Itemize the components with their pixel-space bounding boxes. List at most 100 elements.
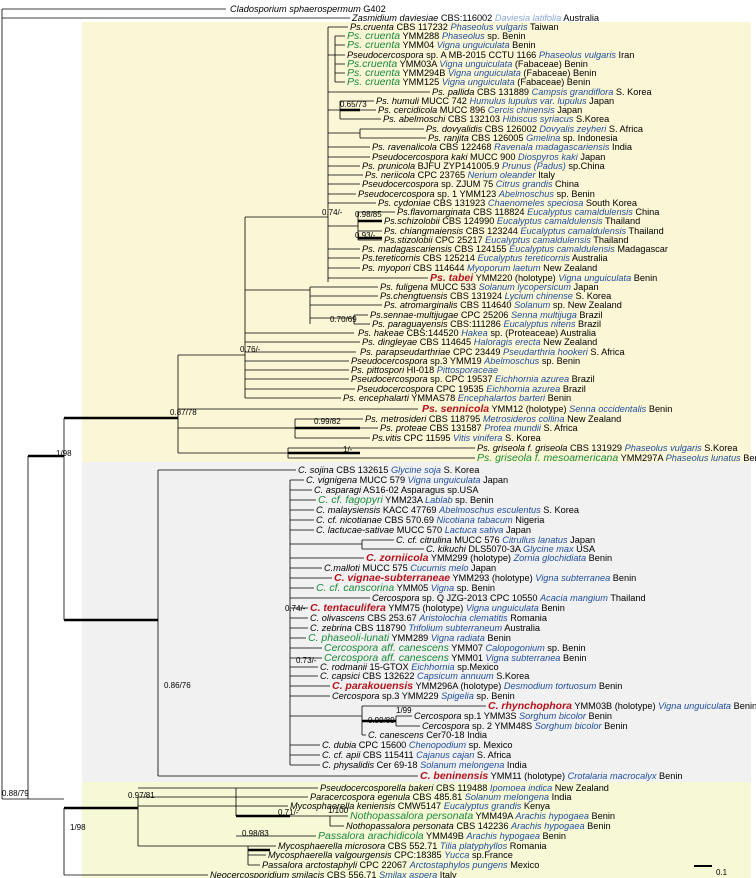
taxon-label-part: 15-GTOX bbox=[367, 662, 411, 672]
taxon-label-part: Nothopassalora personata bbox=[350, 810, 473, 822]
taxon-label: Ps.stizolobii CPC 25217 Eucalyptus camal… bbox=[384, 235, 628, 245]
taxon-label-part: Tilia platyphyllos bbox=[440, 841, 508, 851]
taxon-label: C. rhynchophora YMM03B (holotype) Vigna … bbox=[488, 700, 756, 712]
taxon-label-part: Phaseolus vulgaris bbox=[450, 22, 528, 32]
taxon-label-part: CBS 131889 bbox=[474, 87, 531, 97]
taxon-label-part: Eucalyptus camaldulensis bbox=[520, 226, 626, 236]
taxon-label: C. zorniicola YMM299 (holotype) Zornia g… bbox=[366, 552, 612, 564]
taxon-label-part: C. cf. apii bbox=[322, 750, 361, 760]
taxon-label-part: Sorghum bicolor bbox=[535, 721, 603, 731]
taxon-label-part: Ps. paraguayensis bbox=[372, 319, 448, 329]
taxon-label-part: C. rodmanii bbox=[320, 662, 368, 672]
taxon-label-part: Benin bbox=[741, 453, 756, 463]
taxon-label: Ps.vitis CPC 11595 Vitis vinifera S. Kor… bbox=[372, 433, 542, 443]
taxon-label-part: Ps. proteae bbox=[380, 423, 427, 433]
taxon-label-part: MUCC 570 bbox=[394, 525, 445, 535]
taxon-label-part: Nicotiana tabacum bbox=[437, 515, 513, 525]
taxon-label-part: MUCC 576 bbox=[452, 535, 503, 545]
taxon-label-part: Phaseolus vulgaris bbox=[625, 443, 703, 453]
taxon-label-part: Lactuca sativa bbox=[445, 525, 504, 535]
taxon-label-part: Pseudocercospora bbox=[357, 384, 434, 394]
taxon-label: Ps. pallida CBS 131889 Campsis grandiflo… bbox=[432, 87, 653, 97]
taxon-label: Pseudocercospora CPC 19535 Eichhornia az… bbox=[357, 384, 586, 394]
taxon-label-part: Cercospora aff. canescens bbox=[324, 652, 450, 664]
taxon-label-part: Ps. cruenta bbox=[347, 76, 400, 88]
taxon-label-part: Benin bbox=[656, 771, 682, 781]
taxon-label-part: Japan bbox=[578, 152, 606, 162]
taxon-label: C. parakouensis YMM296A (holotype) Desmo… bbox=[332, 680, 622, 692]
taxon-label-part: CBS 131587 bbox=[427, 423, 484, 433]
taxon-label: C. phaseoli-lunati YMM289 Vigna radiata … bbox=[308, 632, 511, 644]
taxon-label-part: Pseudocercospora kaki bbox=[372, 152, 468, 162]
taxon-label-part: S. Korea bbox=[573, 291, 612, 301]
taxon-label: C. cf. apii CBS 115411 Cajanus cajan S. … bbox=[322, 750, 512, 760]
taxon-label-part: Arachis hypogaea bbox=[465, 831, 540, 841]
taxon-label-part: Benin bbox=[602, 721, 628, 731]
taxon-label-part: Ps. neriicola bbox=[365, 170, 415, 180]
taxon-label-part: sp. New Zealand bbox=[550, 300, 622, 310]
taxon-label-part: YMMAS78 bbox=[409, 393, 458, 403]
taxon-label-part: Ps. cruenta bbox=[347, 30, 400, 42]
taxon-label-part: Desmodium tortuosum bbox=[504, 681, 597, 691]
taxon-label-part: Ps. atromarginalis bbox=[384, 300, 458, 310]
taxon-label-part: Vigna unguiculata bbox=[558, 273, 631, 283]
taxon-label-part: Ps. dingleyae bbox=[362, 337, 417, 347]
support-value: 0.71/- bbox=[278, 808, 299, 817]
taxon-label-part: Romania bbox=[507, 841, 547, 851]
taxon-label-part: Brazil bbox=[569, 374, 595, 384]
taxon-label-part: Ps. humuli bbox=[376, 96, 420, 106]
support-value: 1/100 bbox=[328, 806, 349, 815]
taxon-label-part: Solanum melongena bbox=[465, 792, 549, 802]
taxon-label-part: Eichhornia azurea bbox=[495, 374, 569, 384]
taxon-label: Nothopassalora personata CBS 142236 Arac… bbox=[346, 821, 611, 831]
taxon-label-part: New Zealand bbox=[541, 263, 598, 273]
taxon-label-part: Glycine max bbox=[523, 544, 574, 554]
taxon-label-part: YMM12 (holotype) bbox=[489, 404, 569, 414]
taxon-label-part: C. sojina bbox=[298, 465, 334, 475]
taxon-label: Pseudocercospora sp. 1 YMM123 Abelmoschu… bbox=[358, 189, 595, 199]
taxon-label-part: Mycosphaerella valgourgensis bbox=[268, 850, 392, 860]
taxon-label-part: S. Korea bbox=[502, 433, 541, 443]
taxon-label-part: CBS 552.71 bbox=[385, 841, 440, 851]
taxon-label-part: YMM299 (holotype) bbox=[428, 553, 513, 563]
taxon-label-part: KACC 47769 bbox=[380, 505, 439, 515]
support-value: 1/99 bbox=[396, 706, 412, 715]
taxon-label: C. canescens Cer70-18 India bbox=[368, 730, 488, 740]
taxon-label-part: sp. Benin bbox=[545, 643, 586, 653]
taxon-label-part: C. tentaculifera bbox=[310, 602, 386, 614]
taxon-label-part: DLS5070-3A bbox=[466, 544, 523, 554]
taxon-label-part: YMM03B (holotype) bbox=[572, 701, 658, 711]
taxon-label-part: C. phaseoli-lunati bbox=[308, 632, 390, 644]
taxon-label-part: Phaseolus lunatus bbox=[666, 453, 741, 463]
taxon-label-part: Arctostaphylos pungens bbox=[409, 860, 508, 870]
taxon-label: Ps. cruenta YMM125 Vigna unguiculata (Fa… bbox=[347, 76, 590, 88]
support-value: 0.74/- bbox=[285, 604, 306, 613]
taxon-label-part: Australia bbox=[570, 253, 609, 263]
taxon-label: Ps. cruenta YMM04 Vigna unguiculata Beni… bbox=[347, 39, 536, 51]
taxon-label-part: C. capsici bbox=[320, 671, 361, 681]
taxon-label-part: Ps. griseola f. griseola bbox=[477, 443, 567, 453]
taxon-label-part: Brazil bbox=[575, 319, 601, 329]
taxon-label-part: Ps. cydoniae bbox=[378, 198, 431, 208]
taxon-label-part: New Zealand bbox=[552, 783, 609, 793]
taxon-label: Ps.chengtuensis CBS 131924 Lycium chinen… bbox=[380, 291, 612, 301]
taxon-label-part: Vigna unguiculata bbox=[448, 68, 521, 78]
taxon-label-part: S. Africa bbox=[588, 347, 626, 357]
taxon-label-part: Japan bbox=[481, 475, 509, 485]
taxon-label-part: Ps. madagascariensis bbox=[362, 244, 452, 254]
taxon-label-part: Mexico bbox=[508, 860, 540, 870]
taxon-label: Mycosphaerella keniensis CMW5147 Eucalyp… bbox=[290, 801, 551, 811]
taxon-label: Cercospora sp. 2 YMM48S Sorghum bicolor … bbox=[422, 721, 628, 731]
taxon-label-part: CBS:111286 bbox=[448, 319, 504, 329]
taxon-label-part: Pseudocercospora bbox=[362, 179, 439, 189]
taxon-label-part: Hakea bbox=[461, 328, 488, 338]
support-value: 0.70/69 bbox=[330, 315, 357, 324]
taxon-label-part: Benin bbox=[596, 681, 622, 691]
taxon-label-part: YMM05 bbox=[394, 583, 431, 593]
taxon-label-part: Benin bbox=[545, 393, 571, 403]
taxon-label-part: Phaseolus vulgaris bbox=[539, 50, 617, 60]
taxon-label: Ps. cruenta YMM294B Vigna unguiculata (F… bbox=[347, 67, 596, 79]
taxon-label-part: Eucalyptus nitens bbox=[503, 319, 575, 329]
taxon-label-part: CPC 25206 bbox=[458, 310, 511, 320]
taxon-label-part: Italy bbox=[536, 170, 556, 180]
